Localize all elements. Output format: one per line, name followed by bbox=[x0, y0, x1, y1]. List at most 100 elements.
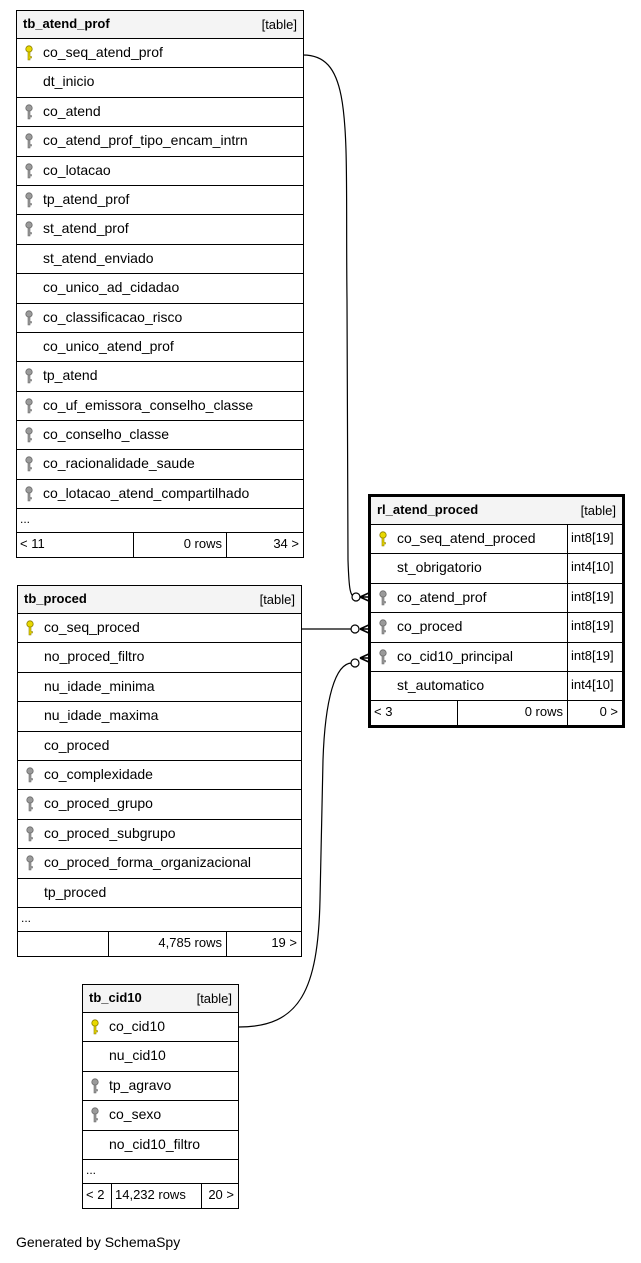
foreign-key-icon bbox=[24, 855, 36, 871]
column-row[interactable]: no_cid10_filtro bbox=[83, 1131, 238, 1160]
column-row[interactable]: co_classificacao_risco bbox=[17, 304, 303, 333]
table-tb-atend-prof[interactable]: tb_atend_prof[table] co_seq_atend_prof dt_… bbox=[16, 10, 304, 559]
foreign-key-icon bbox=[89, 1107, 101, 1123]
column-row[interactable]: co_seq_proced bbox=[18, 614, 301, 644]
generated-by-note: Generated by SchemaSpy bbox=[16, 1234, 181, 1250]
primary-key-icon bbox=[24, 620, 36, 636]
column-row[interactable]: co_lotacao_atend_compartilhado bbox=[17, 480, 303, 510]
column-name: co_lotacao bbox=[43, 161, 111, 178]
column-row[interactable]: co_unico_ad_cidadao bbox=[17, 274, 303, 304]
table-name[interactable]: tb_atend_prof bbox=[23, 16, 110, 31]
foreign-key-icon bbox=[377, 619, 389, 635]
column-row[interactable]: co_seq_atend_prof bbox=[17, 39, 303, 69]
foreign-key-icon bbox=[23, 486, 35, 502]
link-cid10 bbox=[238, 662, 353, 1028]
foreign-key-icon bbox=[24, 826, 36, 842]
column-row[interactable]: tp_atend_prof bbox=[17, 186, 303, 216]
column-name: dt_inicio bbox=[43, 73, 95, 90]
column-name: co_seq_atend_prof bbox=[43, 44, 163, 60]
parents-count[interactable]: < 11 bbox=[20, 536, 45, 552]
column-row[interactable]: co_conselho_classe bbox=[17, 421, 303, 451]
column-name: co_proced bbox=[44, 736, 110, 753]
column-name: co_proced bbox=[397, 618, 463, 635]
column-row[interactable]: co_atend bbox=[17, 98, 303, 128]
column-row[interactable]: co_uf_emissora_conselho_classe bbox=[17, 392, 303, 422]
foreign-key-icon bbox=[23, 398, 35, 414]
more-columns-indicator: ... bbox=[83, 1160, 238, 1184]
column-type: int4[10] bbox=[567, 671, 622, 701]
table-header: rl_atend_proced[table] bbox=[371, 497, 622, 525]
column-row[interactable]: dt_inicio bbox=[17, 68, 303, 98]
row-count: 14,232 rows bbox=[111, 1183, 201, 1208]
column-row[interactable]: co_sexo bbox=[83, 1101, 238, 1131]
parents-count[interactable]: < 3 bbox=[374, 704, 393, 720]
column-row[interactable]: nu_idade_maxima bbox=[18, 702, 301, 732]
column-row[interactable]: co_unico_atend_prof bbox=[17, 333, 303, 363]
foreign-key-icon bbox=[23, 221, 35, 237]
column-row[interactable]: co_proced bbox=[18, 732, 301, 761]
foreign-key-icon bbox=[24, 796, 36, 812]
column-row[interactable]: tp_proced bbox=[18, 879, 301, 908]
column-row[interactable]: st_atend_prof bbox=[17, 215, 303, 245]
column-name: co_atend bbox=[43, 102, 101, 119]
column-row[interactable]: co_complexidade bbox=[18, 761, 301, 791]
row-count: 4,785 rows bbox=[108, 931, 226, 956]
column-row[interactable]: nu_cid10 bbox=[83, 1042, 238, 1072]
parents-count[interactable]: < 2 bbox=[86, 1186, 105, 1202]
column-name: co_proced_forma_organizacional bbox=[44, 854, 252, 871]
table-rl-atend-proced[interactable]: rl_atend_proced[table]co_seq_atend_proce… bbox=[368, 494, 625, 729]
column-type: int8[19] bbox=[567, 613, 622, 642]
column-row[interactable]: co_proced_subgrupo bbox=[18, 820, 301, 850]
column-name: st_obrigatorio bbox=[397, 559, 482, 576]
foreign-key-icon bbox=[23, 368, 35, 384]
column-row[interactable]: co_seq_atend_proced int8[19] bbox=[371, 525, 622, 555]
foreign-key-icon bbox=[23, 456, 35, 472]
children-count[interactable]: 20 > bbox=[201, 1183, 238, 1208]
column-row[interactable]: co_lotacao bbox=[17, 157, 303, 186]
table-name[interactable]: tb_cid10 bbox=[89, 990, 142, 1005]
column-name: no_proced_filtro bbox=[44, 648, 145, 665]
column-row[interactable]: tp_agravo bbox=[83, 1072, 238, 1102]
column-type: int4[10] bbox=[567, 554, 622, 583]
column-name: tp_proced bbox=[44, 883, 107, 900]
column-row[interactable]: co_cid10 bbox=[83, 1013, 238, 1043]
column-row[interactable]: co_racionalidade_saude bbox=[17, 450, 303, 480]
table-name[interactable]: tb_proced bbox=[24, 591, 87, 606]
column-name: co_seq_atend_proced bbox=[397, 530, 536, 546]
table-type-label: [table] bbox=[196, 991, 232, 1006]
row-count: 0 rows bbox=[457, 701, 567, 726]
column-row[interactable]: co_proced int8[19] bbox=[371, 613, 622, 643]
column-row[interactable]: st_obrigatorio int4[10] bbox=[371, 554, 622, 584]
foreign-key-icon bbox=[23, 133, 35, 149]
column-name: co_seq_proced bbox=[44, 619, 140, 635]
table-header: tb_atend_prof[table] bbox=[17, 11, 303, 39]
column-row[interactable]: co_atend_prof_tipo_encam_intrn bbox=[17, 127, 303, 157]
column-name: co_uf_emissora_conselho_classe bbox=[43, 396, 254, 413]
children-count[interactable]: 0 > bbox=[567, 701, 622, 726]
table-name[interactable]: rl_atend_proced bbox=[377, 502, 479, 517]
column-name: st_atend_enviado bbox=[43, 249, 154, 266]
parents-count[interactable] bbox=[18, 932, 108, 956]
column-row[interactable]: nu_idade_minima bbox=[18, 673, 301, 703]
link-proced-optional-marker bbox=[350, 624, 360, 634]
column-row[interactable]: st_atend_enviado bbox=[17, 245, 303, 275]
column-row[interactable]: co_proced_grupo bbox=[18, 790, 301, 820]
children-count[interactable]: 19 > bbox=[226, 931, 301, 956]
column-type: int8[19] bbox=[567, 525, 622, 554]
column-name: tp_atend bbox=[43, 367, 98, 384]
column-type: int8[19] bbox=[567, 642, 622, 671]
column-row[interactable]: tp_atend bbox=[17, 362, 303, 392]
column-row[interactable]: no_proced_filtro bbox=[18, 643, 301, 673]
column-row[interactable]: co_proced_forma_organizacional bbox=[18, 849, 301, 879]
column-name: co_cid10 bbox=[109, 1018, 166, 1034]
children-count[interactable]: 34 > bbox=[226, 533, 303, 558]
